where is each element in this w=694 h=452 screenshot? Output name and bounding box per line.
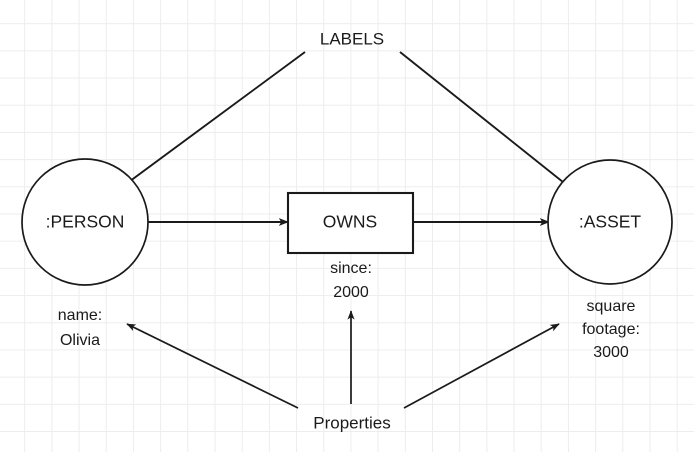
asset-property-key-line2: footage: — [582, 321, 640, 338]
relationship-owns-label: OWNS — [323, 212, 377, 232]
asset-property-key-line1: square — [587, 298, 636, 315]
properties-heading: Properties — [313, 413, 390, 432]
properties-to-name-arrow — [126, 323, 299, 409]
node-asset-label: :ASSET — [579, 212, 642, 232]
owns-property-value: 2000 — [333, 284, 369, 301]
node-person-label: :PERSON — [46, 212, 125, 232]
person-property-value: Olivia — [60, 332, 100, 349]
owns-property-key: since: — [330, 260, 372, 277]
labels-to-person-arrow — [102, 51, 306, 202]
labels-to-asset-arrow — [399, 51, 589, 203]
node-person-circle[interactable] — [21, 158, 149, 286]
node-asset-circle[interactable] — [547, 159, 673, 285]
asset-property-value: 3000 — [593, 344, 629, 361]
relationship-owns-box[interactable] — [286, 191, 415, 255]
person-property-key: name: — [58, 307, 102, 324]
labels-heading: LABELS — [320, 29, 384, 48]
properties-to-footage-arrow — [403, 323, 560, 409]
